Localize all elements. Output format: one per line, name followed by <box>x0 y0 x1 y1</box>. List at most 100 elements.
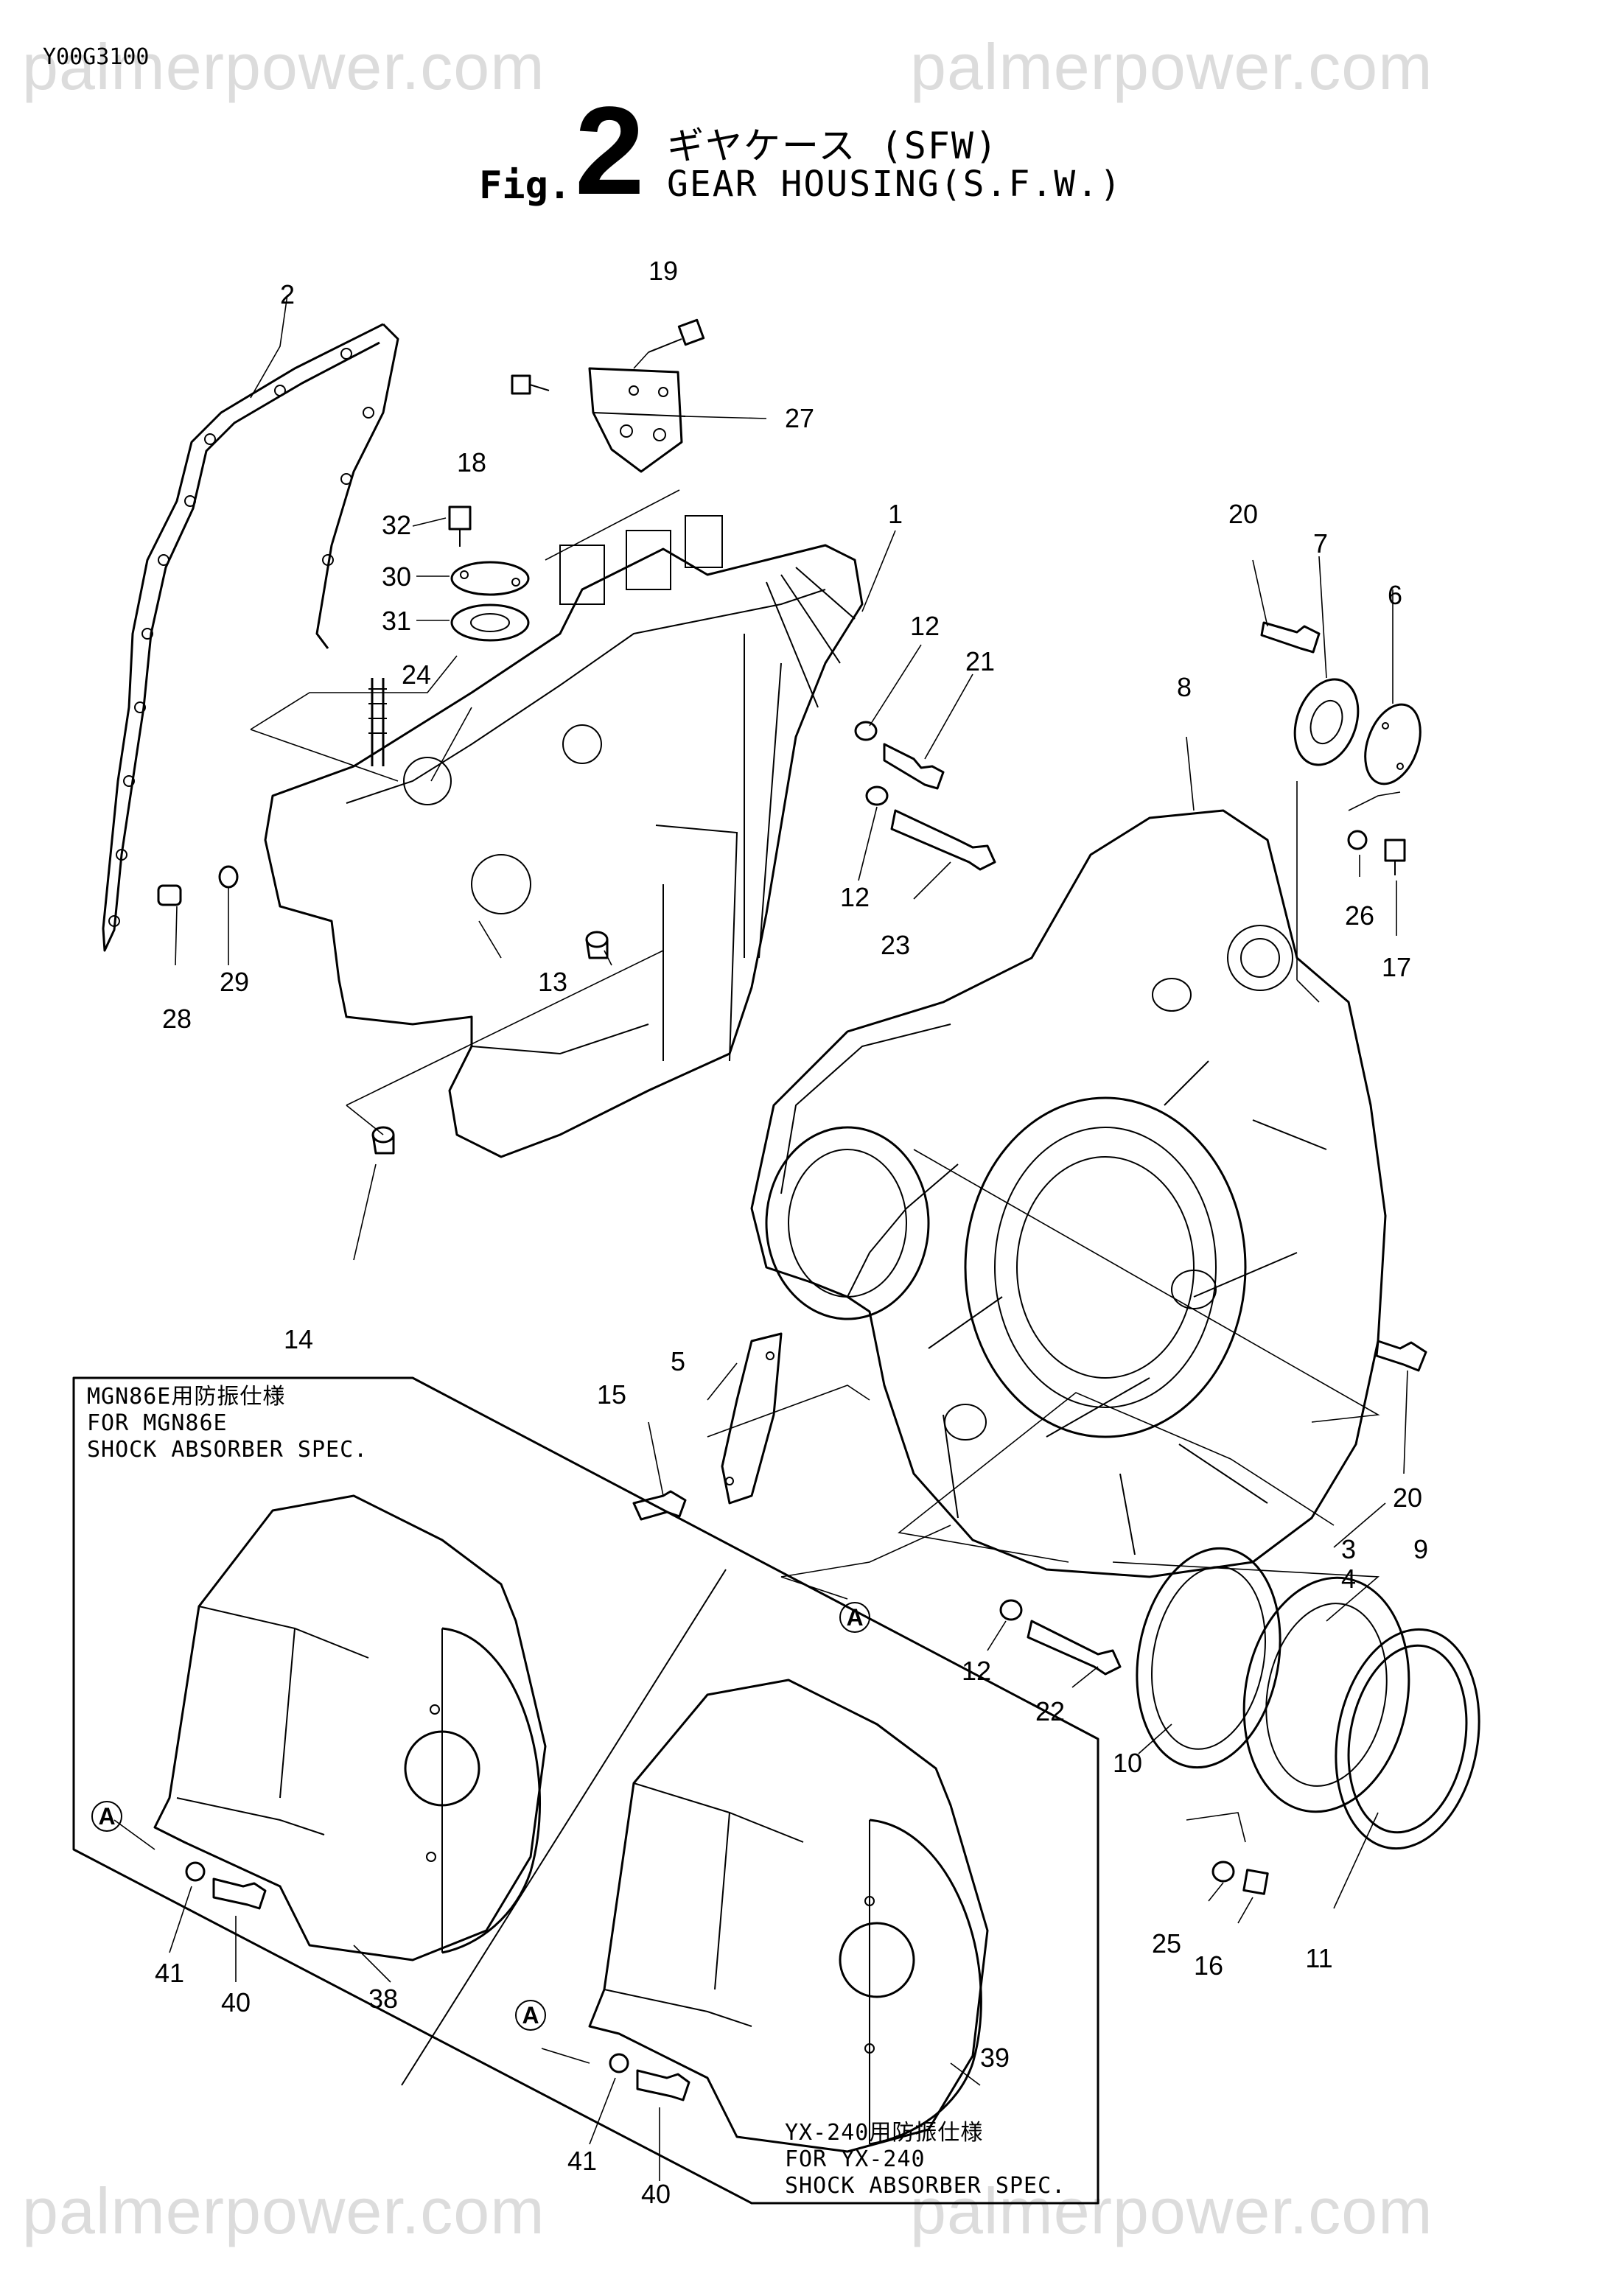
callout-1: 1 <box>888 499 903 529</box>
figure-prefix: Fig. <box>479 164 572 208</box>
washer-part-12-upper <box>854 721 878 741</box>
washer-part-12-bottom <box>999 1599 1023 1621</box>
bolt-part-32 <box>448 505 472 547</box>
callout-39: 39 <box>980 2043 1010 2073</box>
cover-part-30 <box>450 561 530 596</box>
callout-28: 28 <box>162 1004 192 1034</box>
flywheel-housing-part-8 <box>750 809 1387 1578</box>
inset-yx240-line3: SHOCK ABSORBER SPEC. <box>785 2173 1066 2199</box>
callout-16: 16 <box>1194 1950 1223 1981</box>
bolt-part-15 <box>632 1490 687 1521</box>
ref-mark-a-main: A <box>846 1604 863 1631</box>
inset-label-mgn86e: MGN86E用防振仕様 FOR MGN86E SHOCK ABSORBER SP… <box>87 1384 368 1463</box>
callout-31: 31 <box>382 606 411 636</box>
watermark-bottom-left: palmerpower.com <box>22 2174 545 2247</box>
washer-part-12-lower <box>865 785 889 806</box>
callout-20-a: 20 <box>1228 499 1258 529</box>
callout-29: 29 <box>220 967 249 997</box>
bolt-part-16 <box>1242 1869 1269 1895</box>
inset-yx240-line1: YX-240用防振仕様 <box>785 2120 984 2146</box>
bolt-part-40-upper <box>212 1877 267 1910</box>
callout-4: 4 <box>1341 1564 1356 1594</box>
callout-17: 17 <box>1382 952 1411 982</box>
bolt-part-17 <box>1384 839 1406 875</box>
callout-13: 13 <box>538 967 567 997</box>
callout-2: 2 <box>280 279 295 309</box>
callout-7: 7 <box>1313 528 1328 559</box>
callout-19: 19 <box>648 256 678 286</box>
seal-housing-part-9 <box>1242 1576 1410 1813</box>
watermark-bottom-right: palmerpower.com <box>910 2174 1433 2247</box>
callout-26: 26 <box>1345 900 1374 931</box>
callout-6: 6 <box>1388 580 1402 610</box>
cover-part-6 <box>1364 703 1422 785</box>
callouts: 1 2 3 4 5 6 7 8 9 10 11 12 12 12 13 14 1… <box>155 256 1428 2209</box>
callout-15: 15 <box>597 1379 626 1410</box>
callout-23: 23 <box>881 930 910 960</box>
callout-12-b: 12 <box>840 882 870 912</box>
callout-30: 30 <box>382 561 411 592</box>
bolt-part-40-lower <box>636 2069 690 2101</box>
bolt-part-22 <box>1027 1620 1122 1676</box>
callout-3: 3 <box>1341 1534 1356 1564</box>
callout-14: 14 <box>284 1324 313 1354</box>
gasket-part-2 <box>102 323 399 952</box>
bolt-part-19 <box>648 318 705 353</box>
leader-lines <box>175 294 1408 1924</box>
gasket-part-10 <box>1136 1547 1281 1769</box>
bolt-part-18 <box>511 374 550 395</box>
shock-absorber-part-38 <box>153 1494 547 1961</box>
inset-leader-lines <box>113 1819 981 2181</box>
bolt-part-23 <box>890 809 996 871</box>
stud-part-24 <box>368 678 387 766</box>
washer-part-41-upper <box>185 1861 206 1882</box>
washer-part-29 <box>218 865 239 889</box>
reference-marks: A A A <box>91 1602 870 2031</box>
callout-11: 11 <box>1305 1943 1332 1973</box>
callout-32: 32 <box>382 510 411 540</box>
callout-38: 38 <box>368 1984 398 2014</box>
callout-41-a: 41 <box>155 1958 184 1988</box>
catalog-code: Y00G3100 <box>43 44 150 70</box>
pin-part-13 <box>585 931 609 959</box>
gasket-part-31 <box>450 603 530 642</box>
callout-24: 24 <box>402 659 431 690</box>
callout-27: 27 <box>785 403 814 433</box>
inset-mgn86e-line1: MGN86E用防振仕様 <box>87 1384 286 1410</box>
callout-41-b: 41 <box>567 2146 597 2176</box>
callout-8: 8 <box>1177 672 1192 702</box>
bolt-part-20-lower <box>1375 1340 1427 1372</box>
inset-mgn86e-line3: SHOCK ABSORBER SPEC. <box>87 1437 368 1463</box>
pin-part-14 <box>371 1126 395 1155</box>
inset-label-yx240: YX-240用防振仕様 FOR YX-240 SHOCK ABSORBER SP… <box>785 2120 1066 2199</box>
washer-part-26 <box>1347 830 1368 850</box>
callout-40-a: 40 <box>221 1987 251 2017</box>
callout-40-b: 40 <box>641 2179 671 2209</box>
washer-part-25 <box>1211 1861 1235 1883</box>
ref-mark-a-inset-upper: A <box>98 1803 115 1830</box>
cover-part-5 <box>721 1332 783 1505</box>
callout-12-a: 12 <box>910 611 940 641</box>
ref-mark-a-inset-lower: A <box>522 2002 539 2029</box>
shock-absorber-part-39 <box>588 1679 989 2153</box>
plug-part-28 <box>157 884 182 906</box>
callout-9: 9 <box>1413 1534 1428 1564</box>
callout-25: 25 <box>1152 1928 1181 1959</box>
inset-yx240-line2: FOR YX-240 <box>785 2146 926 2172</box>
watermark-top-right: palmerpower.com <box>910 30 1433 103</box>
callout-5: 5 <box>671 1346 685 1376</box>
title-english: GEAR HOUSING(S.F.W.) <box>667 164 1122 205</box>
inset-mgn86e-line2: FOR MGN86E <box>87 1410 228 1436</box>
callout-10: 10 <box>1113 1748 1142 1778</box>
callout-12-c: 12 <box>962 1656 991 1686</box>
callout-18: 18 <box>457 447 486 477</box>
gasket-part-7 <box>1293 678 1360 766</box>
bracket-part-27 <box>588 367 686 473</box>
figure-number: 2 <box>575 81 645 221</box>
callout-21: 21 <box>965 646 995 676</box>
callout-20-b: 20 <box>1393 1483 1422 1513</box>
title-japanese: ギヤケース (SFW) <box>667 125 999 167</box>
shock-absorber-inset-frame <box>72 1376 1099 2205</box>
bolt-part-21 <box>883 743 945 790</box>
